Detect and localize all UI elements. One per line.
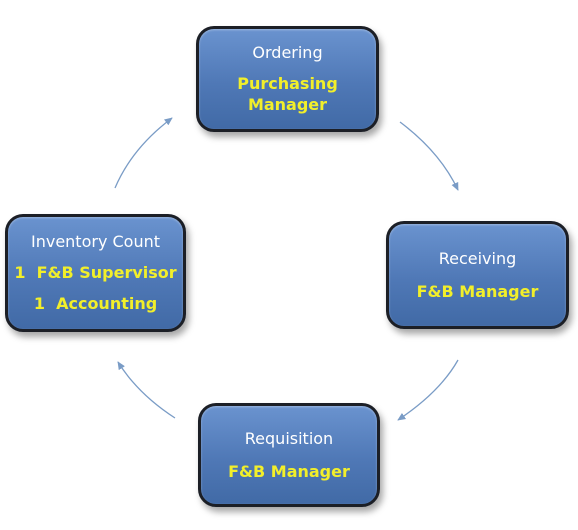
step-inventory-count-role-supervisor: 1 F&B Supervisor — [14, 263, 177, 282]
step-ordering-title: Ordering — [252, 43, 323, 62]
arrow-requisition-to-inventory — [117, 361, 176, 419]
step-requisition-title: Requisition — [244, 428, 334, 448]
step-ordering-role-line1: Purchasing — [237, 74, 338, 93]
arrow-ordering-to-receiving — [399, 121, 459, 191]
step-requisition-role: F&B Manager — [228, 461, 350, 481]
step-ordering-role-line2: Manager — [247, 95, 328, 114]
arrow-inventory-to-ordering — [114, 117, 173, 189]
step-requisition-box: Requisition F&B Manager — [198, 403, 380, 507]
step-inventory-count-title: Inventory Count — [30, 232, 161, 251]
arrow-receiving-to-requisition — [397, 359, 459, 421]
step-receiving-box: Receiving F&B Manager — [386, 221, 569, 329]
step-receiving-role: F&B Manager — [416, 281, 539, 301]
step-ordering-box: Ordering Purchasing Manager — [196, 26, 379, 132]
step-inventory-count-role-accounting: 1 Accounting — [33, 294, 158, 313]
step-receiving-title: Receiving — [438, 248, 517, 268]
step-inventory-count-box: Inventory Count 1 F&B Supervisor 1 Accou… — [5, 214, 186, 332]
